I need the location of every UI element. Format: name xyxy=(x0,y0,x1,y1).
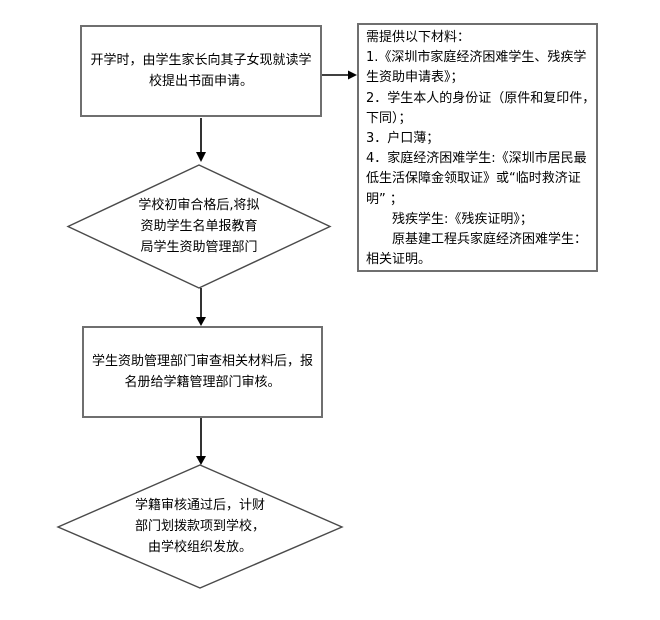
arrow-application-to-materials xyxy=(322,70,357,80)
arrowhead-down-icon xyxy=(196,456,206,465)
materials-line: 相关证明。 xyxy=(366,252,432,268)
materials-line: 4．家庭经济困难学生:《深圳市居民最 xyxy=(366,151,587,167)
step-text-line: 部门划拨款项到学校， xyxy=(134,519,265,534)
step-text-line: 校提出书面申请。 xyxy=(148,74,253,89)
step-text-line: 学籍审核通过后，计财 xyxy=(134,498,265,513)
step-text-line: 由学校组织发放。 xyxy=(147,540,252,555)
materials-line: 生资助申请表》； xyxy=(366,70,464,86)
step-funding-dept-review-box: 学生资助管理部门审查相关材料后，报 名册给学籍管理部门审核。 xyxy=(82,326,323,418)
arrowhead-down-icon xyxy=(196,317,206,326)
arrowhead-right-icon xyxy=(348,70,357,80)
decision-diamond-disbursement-shape xyxy=(56,464,344,589)
materials-line: 残疾学生:《残疾证明》； xyxy=(366,211,533,227)
step-text-line: 开学时，由学生家长向其子女现就读学 xyxy=(90,53,312,68)
arrow-funding-dept-to-disbursement xyxy=(196,418,206,465)
step-text-line: 局学生资助管理部门 xyxy=(140,240,258,255)
materials-line: 2．学生本人的身份证（原件和复印件， xyxy=(366,90,596,106)
arrowhead-down-icon xyxy=(196,152,206,162)
step-text-line: 学生资助管理部门审查相关材料后，报 xyxy=(91,354,313,369)
arrow-application-to-review xyxy=(196,118,206,162)
materials-line: 低生活保障金领取证》或“临时救济证 xyxy=(366,171,581,187)
decision-school-review-text: 学校初审合格后,将拟 资助学生名单报教育 局学生资助管理部门 xyxy=(68,165,330,288)
step-text-line: 资助学生名单报教育 xyxy=(140,219,258,234)
materials-line: 1.《深圳市家庭经济困难学生、残疾学 xyxy=(366,50,587,66)
decision-diamond-school-review-shape xyxy=(66,164,332,289)
required-materials-box: 需提供以下材料： 1.《深圳市家庭经济困难学生、残疾学 生资助申请表》； 2．学… xyxy=(357,23,598,272)
materials-line: 明” ； xyxy=(366,191,403,207)
arrow-review-to-funding-dept xyxy=(196,288,206,326)
step-written-application-box: 开学时，由学生家长向其子女现就读学 校提出书面申请。 xyxy=(80,25,322,117)
materials-line: 原基建工程兵家庭经济困难学生： xyxy=(366,232,588,248)
materials-line: 3．户口薄； xyxy=(366,131,440,147)
decision-disbursement-text: 学籍审核通过后，计财 部门划拨款项到学校， 由学校组织发放。 xyxy=(58,465,342,588)
materials-line: 需提供以下材料： xyxy=(366,30,471,45)
step-text-line: 学校初审合格后,将拟 xyxy=(138,198,260,213)
materials-line: 下同）； xyxy=(366,110,412,126)
step-text-line: 名册给学籍管理部门审核。 xyxy=(124,375,281,390)
